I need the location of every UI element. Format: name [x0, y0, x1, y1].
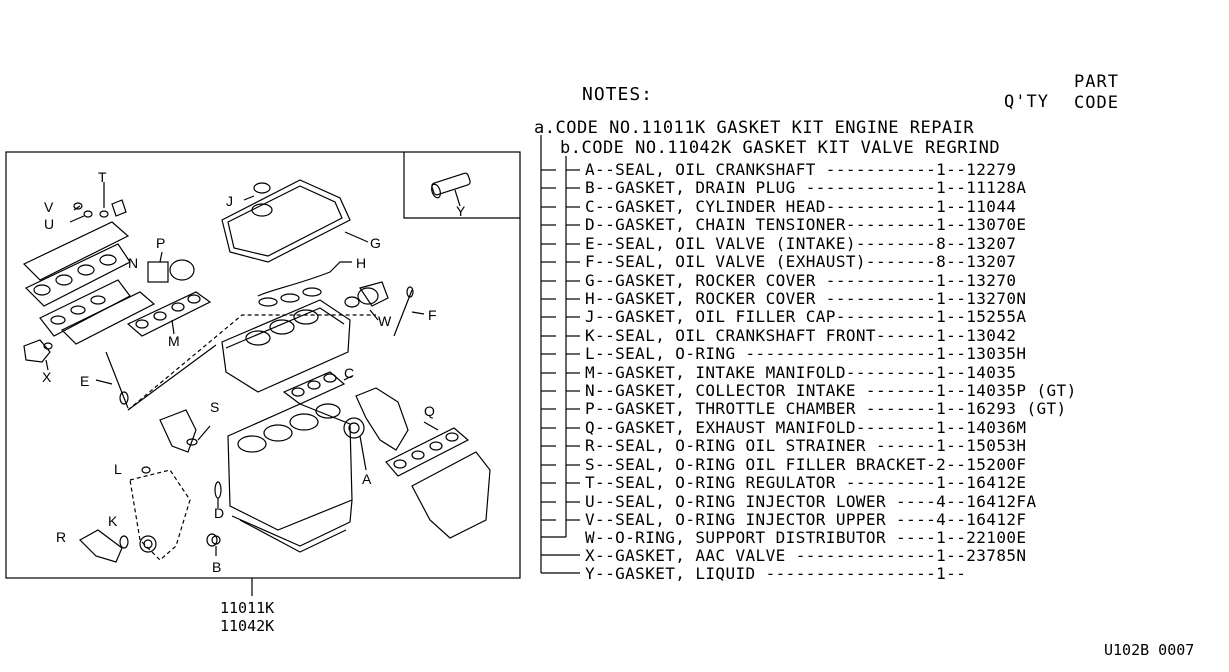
callout-w: W [378, 313, 392, 329]
aac-valve [23, 339, 53, 371]
part-header-line1: PART [1074, 72, 1119, 92]
drain-plug-gasket [211, 535, 221, 545]
kit-code-1: 11011K [220, 599, 275, 617]
callout-t: T [98, 169, 107, 185]
cylinder-head [221, 299, 351, 393]
part-row-r: R--SEAL, O-RING OIL STRAINER ------1--15… [585, 436, 1027, 455]
part-row-a: A--SEAL, OIL CRANKSHAFT -----------1--12… [585, 160, 1017, 179]
part-row-q: Q--GASKET, EXHAUST MANIFOLD--------1--14… [585, 418, 1027, 437]
callout-q: Q [424, 403, 435, 419]
parts-tree-lines [540, 135, 580, 574]
part-row-m: M--GASKET, INTAKE MANIFOLD---------1--14… [585, 363, 1017, 382]
part-row-t: T--SEAL, O-RING REGULATOR ---------1--16… [585, 473, 1027, 492]
front-cover [355, 387, 409, 451]
part-row-w: W--O-RING, SUPPORT DISTRIBUTOR ----1--22… [585, 528, 1027, 547]
kit-line-a: a.CODE NO.11011K GASKET KIT ENGINE REPAI… [534, 118, 975, 138]
dashed-outline [127, 314, 376, 411]
intake-manifold [22, 221, 156, 345]
part-row-b: B--GASKET, DRAIN PLUG -------------1--11… [585, 178, 1027, 197]
oil-strainer [79, 529, 129, 563]
exhaust-manifold [385, 421, 491, 539]
callout-y: Y [456, 203, 466, 219]
part-row-l: L--SEAL, O-RING -------------------1--13… [585, 344, 1027, 363]
exhaust-valve-seal [393, 286, 425, 337]
callout-g: G [370, 235, 381, 251]
o-ring-l [141, 466, 151, 474]
rocker-cover-gasket-h [257, 261, 352, 297]
crankshaft-front-seal [139, 535, 157, 553]
callout-h: H [356, 255, 367, 271]
callout-l: L [114, 461, 122, 477]
cylinder-head-gasket [282, 371, 353, 405]
callout-f: F [428, 307, 437, 323]
part-row-v: V--SEAL, O-RING INJECTOR UPPER ----4--16… [585, 510, 1027, 529]
qty-header: Q'TY [1004, 92, 1049, 112]
part-row-x: X--GASKET, AAC VALVE --------------1--23… [585, 546, 1027, 565]
notes-label: NOTES: [582, 84, 654, 105]
callout-j: J [226, 193, 233, 209]
distributor-support [344, 281, 389, 321]
callout-c: C [344, 365, 355, 381]
part-row-u: U--SEAL, O-RING INJECTOR LOWER ----4--16… [585, 492, 1037, 511]
part-row-j: J--GASKET, OIL FILLER CAP----------1--15… [585, 307, 1027, 326]
part-row-g: G--GASKET, ROCKER COVER -----------1--13… [585, 271, 1017, 290]
callout-b: B [212, 559, 222, 575]
part-row-c: C--GASKET, CYLINDER HEAD-----------1--11… [585, 197, 1017, 216]
inset-box-y [403, 152, 520, 219]
oil-filler-bracket [159, 409, 197, 453]
crankshaft-seal [343, 417, 365, 439]
part-row-n: N--GASKET, COLLECTOR INTAKE -------1--14… [585, 381, 1077, 400]
callout-v: V [44, 199, 54, 215]
callout-a: A [362, 471, 372, 487]
engine-block [206, 403, 353, 553]
part-row-k: K--SEAL, OIL CRANKSHAFT FRONT------1--13… [585, 326, 1017, 345]
callout-u: U [44, 216, 55, 232]
rocker-cover-gasket [221, 179, 369, 263]
callout-k: K [108, 513, 118, 529]
callout-n: N [128, 255, 139, 271]
callout-m: M [168, 333, 180, 349]
part-row-e: E--SEAL, OIL VALVE (INTAKE)--------8--13… [585, 234, 1017, 253]
part-header-line2: CODE [1074, 93, 1119, 113]
liquid-gasket-tube [431, 172, 471, 207]
kit-line-b: b.CODE NO.11042K GASKET KIT VALVE REGRIN… [560, 138, 1001, 158]
part-row-s: S--SEAL, O-RING OIL FILLER BRACKET-2--15… [585, 455, 1027, 474]
part-row-y: Y--GASKET, LIQUID -----------------1-- [585, 564, 967, 583]
callout-p: P [156, 235, 166, 251]
callout-d: D [214, 505, 225, 521]
callout-e: E [80, 373, 90, 389]
injectors [69, 182, 127, 223]
intake-manifold-gasket [126, 291, 212, 337]
part-row-h: H--GASKET, ROCKER COVER -----------1--13… [585, 289, 1027, 308]
intake-valve-seal [95, 351, 129, 409]
diagram-frame [5, 151, 521, 579]
part-row-f: F--SEAL, OIL VALVE (EXHAUST)-------8--13… [585, 252, 1017, 271]
throttle-gasket [147, 261, 169, 283]
callout-s-upper: S [210, 399, 220, 415]
kit-code-2: 11042K [220, 617, 275, 635]
part-row-p: P--GASKET, THROTTLE CHAMBER -------1--16… [585, 399, 1067, 418]
part-row-d: D--GASKET, CHAIN TENSIONER---------1--13… [585, 215, 1027, 234]
filler-cap-ring [253, 182, 271, 194]
chain-tensioner-gasket [214, 481, 222, 499]
reference-code: U102B 0007 [1104, 641, 1195, 659]
callout-r: R [56, 529, 67, 545]
callout-x: X [42, 369, 52, 385]
